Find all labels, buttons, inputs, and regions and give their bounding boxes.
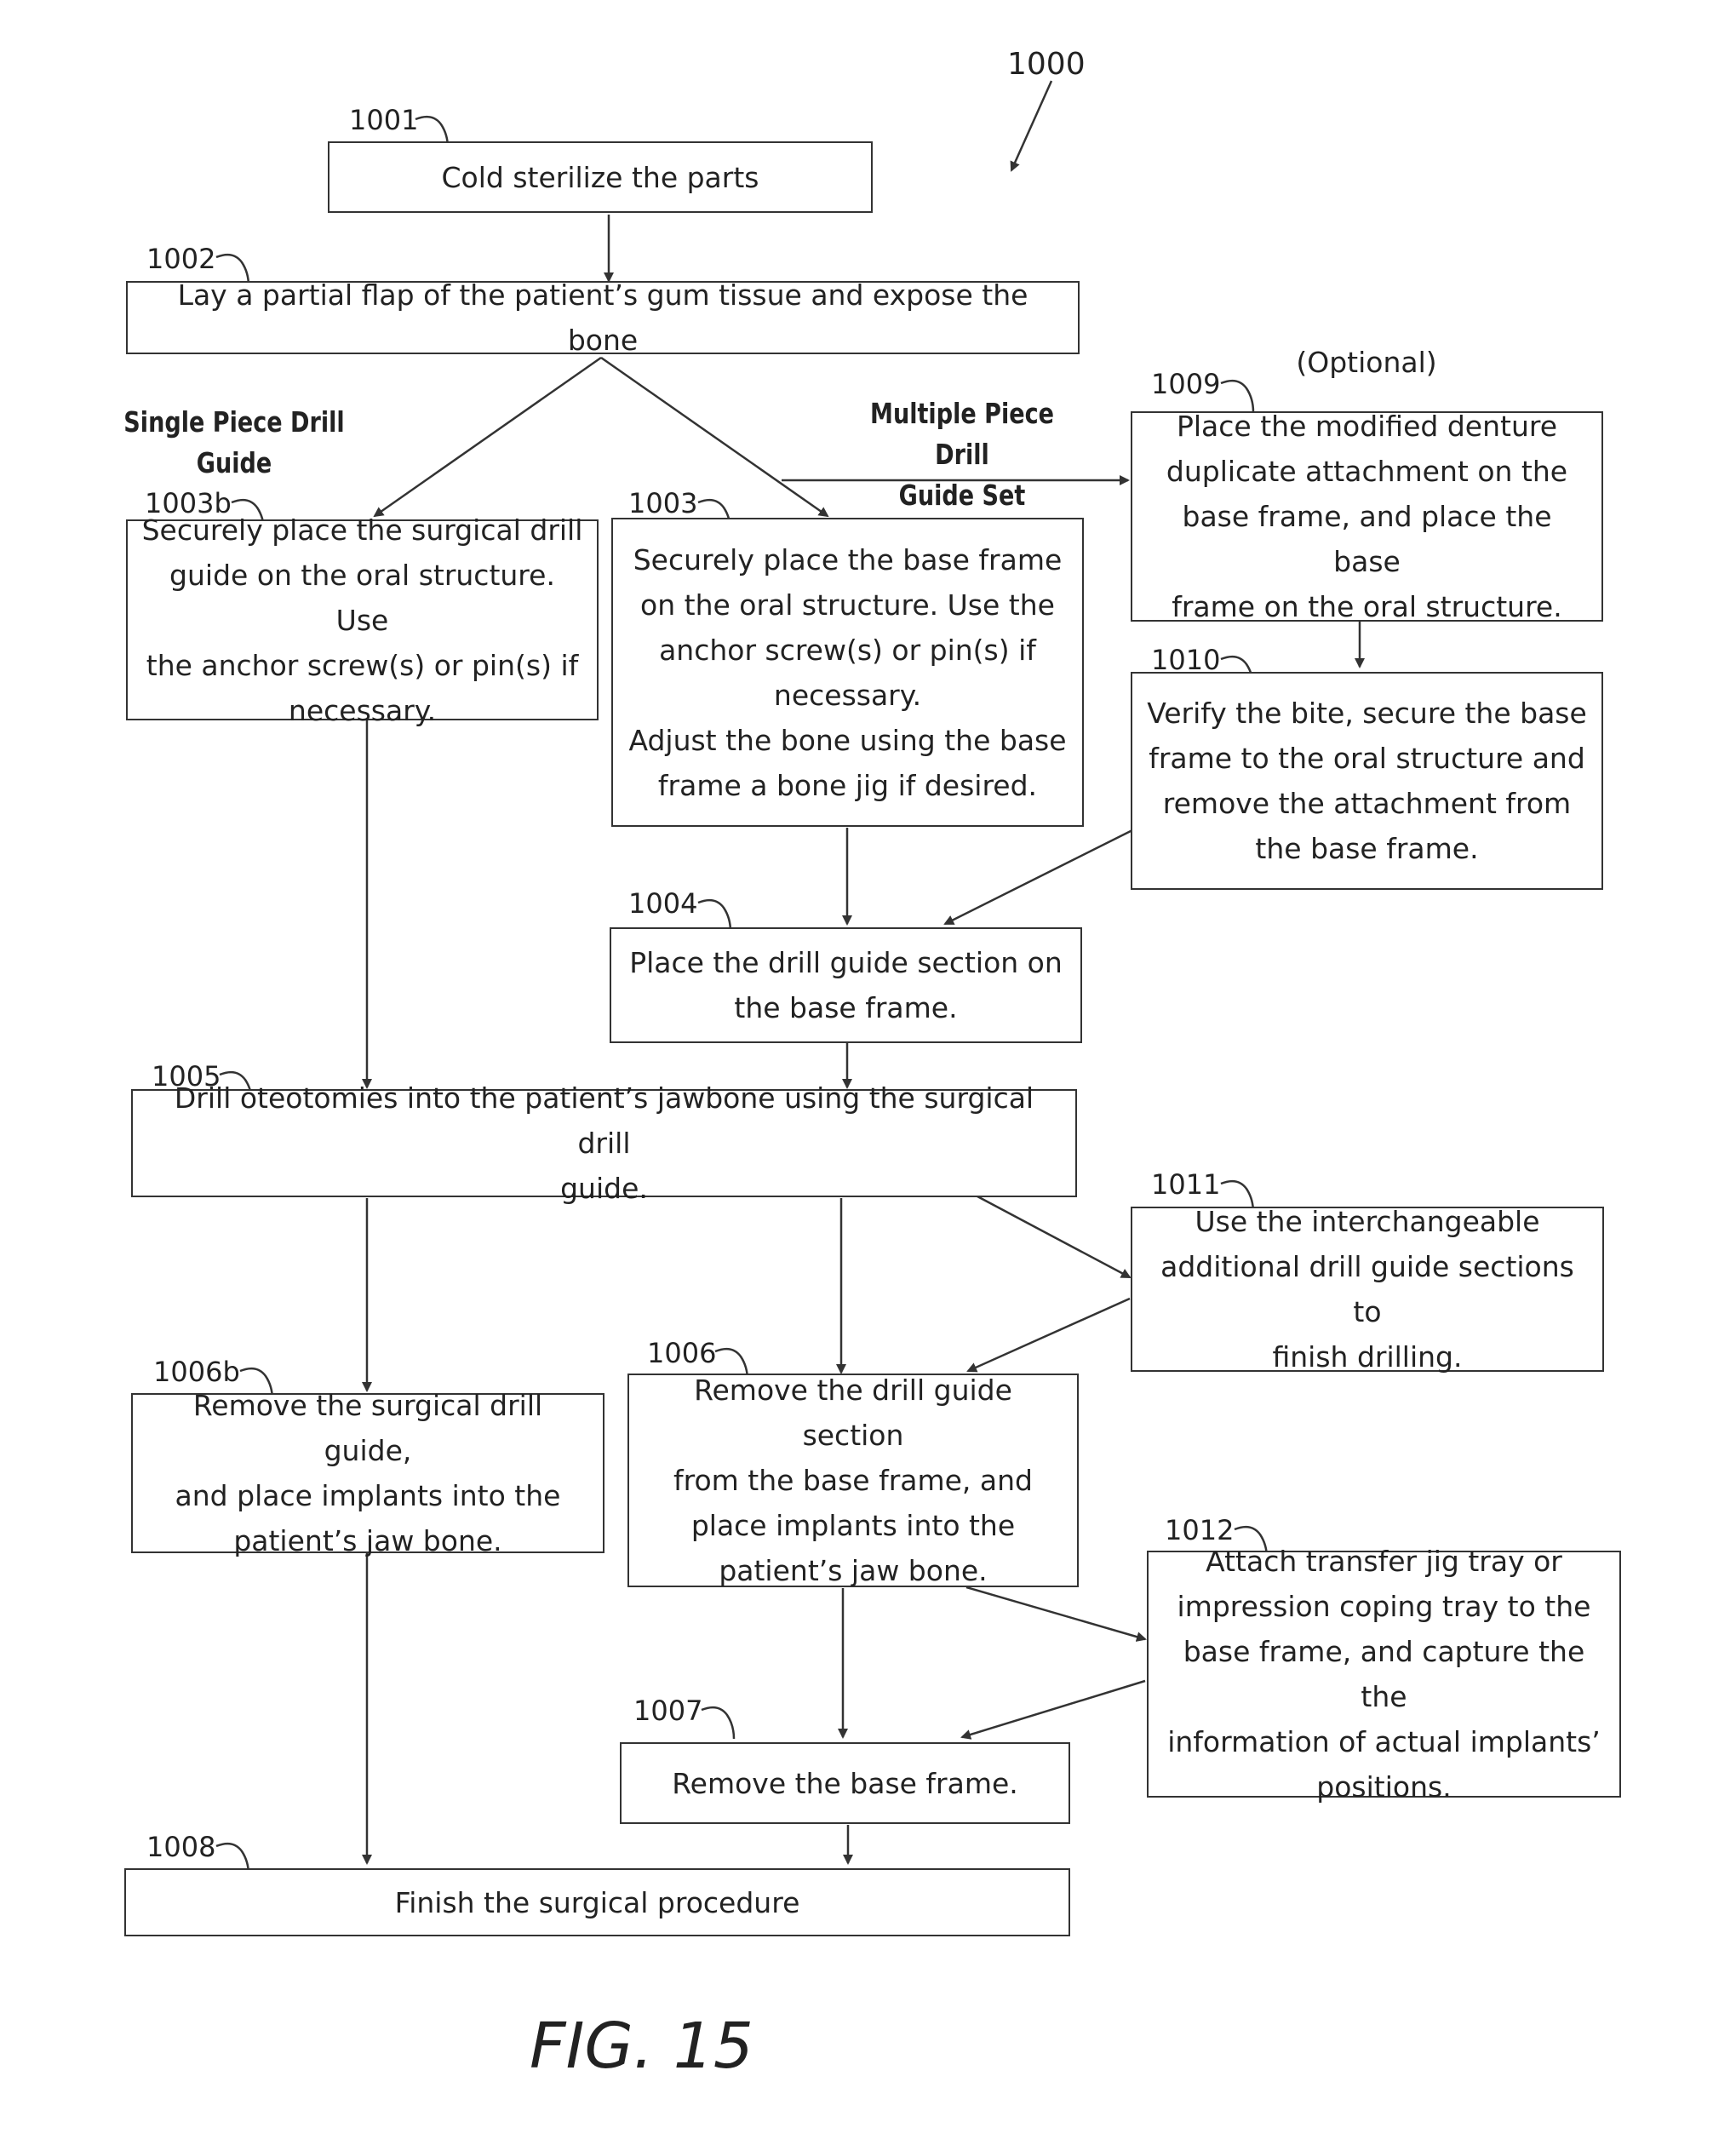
step-1007-box: Remove the base frame. (620, 1742, 1070, 1824)
step-1005-text: Drill oteotomies into the patient’s jawb… (146, 1075, 1062, 1211)
step-1011-text: Use the interchangeable additional drill… (1146, 1199, 1589, 1379)
ref-1003: 1003 (628, 487, 697, 519)
step-1003b-box: Securely place the surgical drill guide … (126, 519, 599, 720)
step-1006b-text: Remove the surgical drill guide, and pla… (146, 1383, 589, 1563)
ref-1006: 1006 (647, 1337, 716, 1369)
arrow-1006-1012 (966, 1587, 1145, 1639)
arrow-1012-1007 (962, 1681, 1145, 1737)
step-1005-box: Drill oteotomies into the patient’s jawb… (131, 1089, 1077, 1197)
step-1008-text: Finish the surgical procedure (395, 1880, 800, 1925)
step-1012-text: Attach transfer jig tray or impression c… (1162, 1539, 1606, 1809)
arrow-1010-1004 (945, 830, 1132, 924)
ref-1008: 1008 (146, 1831, 215, 1863)
step-1003-text: Securely place the base frame on the ora… (628, 537, 1066, 808)
step-1007-text: Remove the base frame. (672, 1761, 1018, 1806)
figure-ref-number: 1000 (1007, 47, 1086, 82)
step-1006b-box: Remove the surgical drill guide, and pla… (131, 1393, 604, 1553)
step-1004-box: Place the drill guide section on the bas… (610, 927, 1082, 1043)
figure-ref-pointer (1011, 81, 1051, 170)
step-1001-text: Cold sterilize the parts (442, 155, 759, 200)
single-piece-label: Single Piece Drill Guide (119, 402, 350, 484)
step-1003b-text: Securely place the surgical drill guide … (141, 508, 583, 733)
ref-1004: 1004 (628, 887, 697, 920)
step-1009-box: Place the modified denture duplicate att… (1131, 411, 1603, 622)
ref-1011: 1011 (1151, 1168, 1220, 1201)
step-1001-box: Cold sterilize the parts (328, 141, 873, 213)
arrow-1002-1003b (375, 358, 601, 516)
step-1009-text: Place the modified denture duplicate att… (1146, 404, 1588, 629)
step-1002-box: Lay a partial flap of the patient’s gum … (126, 281, 1080, 354)
ref-1002: 1002 (146, 243, 215, 275)
ref-1001: 1001 (349, 104, 418, 136)
step-1006-text: Remove the drill guide section from the … (643, 1368, 1063, 1593)
ref-1007: 1007 (633, 1695, 702, 1727)
step-1008-box: Finish the surgical procedure (124, 1868, 1070, 1936)
step-1006-box: Remove the drill guide section from the … (627, 1374, 1079, 1587)
step-1010-text: Verify the bite, secure the base frame t… (1147, 691, 1587, 871)
figure-caption: FIG. 15 (530, 2010, 753, 2083)
ref-1009: 1009 (1151, 368, 1220, 400)
step-1011-box: Use the interchangeable additional drill… (1131, 1207, 1604, 1372)
step-1003-box: Securely place the base frame on the ora… (611, 518, 1084, 827)
optional-label: (Optional) (1269, 342, 1464, 383)
multiple-piece-label: Multiple Piece Drill Guide Set (840, 393, 1085, 516)
arrow-1011-1006 (968, 1299, 1130, 1371)
step-1004-text: Place the drill guide section on the bas… (629, 940, 1063, 1030)
step-1012-box: Attach transfer jig tray or impression c… (1147, 1551, 1621, 1798)
step-1002-text: Lay a partial flap of the patient’s gum … (141, 272, 1064, 363)
step-1010-box: Verify the bite, secure the base frame t… (1131, 672, 1603, 890)
ref-leader-1007 (702, 1707, 734, 1739)
